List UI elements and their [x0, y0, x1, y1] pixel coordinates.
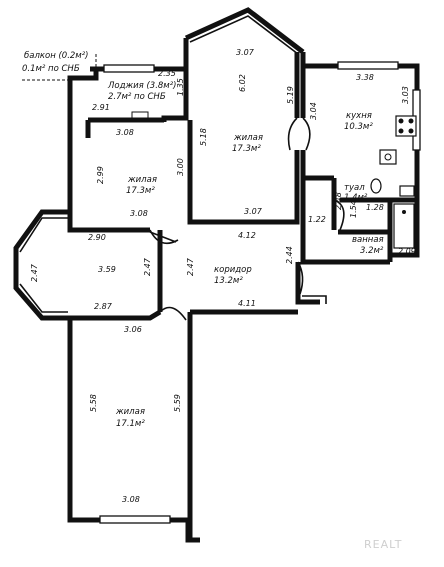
dim-label: 2.35: [158, 69, 176, 78]
fixtures: [131, 111, 417, 249]
toilet-name: туал: [344, 183, 365, 193]
dim-label: 3.07: [244, 207, 263, 216]
dim-label: 1.28: [366, 203, 384, 212]
bathroom-name: ванная: [352, 235, 384, 245]
dim-label: 5.18: [199, 128, 208, 146]
room-labels: балкон (0.2м²) 0.1м² по СНБ Лоджия (3.8м…: [22, 51, 384, 429]
dim-label: 2.90: [88, 233, 106, 242]
bathtub-icon: [393, 203, 415, 249]
dim-label: 3.03: [401, 86, 410, 104]
dim-label: 5.19: [286, 86, 295, 104]
dimensions: 2.35 1.35 2.91 3.08 3.07 6.02 5.18 5.19 …: [30, 48, 416, 504]
dim-label: 6.02: [238, 74, 247, 92]
dim-label: 3.06: [124, 325, 142, 334]
bedroom-bottom-area: 17.1м²: [116, 419, 145, 429]
dim-label: 2.87: [94, 302, 113, 311]
bathroom-area: 3.2м²: [360, 246, 384, 256]
walls: [13, 7, 420, 543]
balcony-area: 0.1м² по СНБ: [22, 64, 80, 74]
corridor-name: коридор: [214, 265, 252, 275]
balcony-name: балкон (0.2м²): [24, 51, 88, 61]
bedroom-left-name: жилая: [127, 175, 157, 185]
dim-label: 4.12: [238, 231, 256, 240]
dim-label: 2.47: [30, 263, 39, 282]
sink-icon: [379, 149, 397, 165]
kitchen-name: кухня: [346, 111, 372, 121]
bedroom-bottom-name: жилая: [115, 407, 145, 417]
loggia-area: 2.7м² по СНБ: [108, 92, 166, 102]
toilet-icon: [370, 178, 382, 194]
doors: [149, 117, 345, 321]
stove-icon: [395, 115, 417, 137]
dim-label: 3.04: [309, 102, 318, 120]
dim-label: 1.22: [308, 215, 326, 224]
toilet-area: 1.4м²: [344, 193, 368, 203]
bedroom-left-area: 17.3м²: [126, 186, 155, 196]
dim-label: 2.47: [143, 257, 152, 276]
washbasin-icon: [399, 185, 415, 197]
corridor-area: 13.2м²: [214, 276, 243, 286]
dim-label: 3.08: [130, 209, 148, 218]
dim-label: 2.47: [186, 257, 195, 276]
dim-label: 3.07: [236, 48, 255, 57]
bedroom-center-area: 17.3м²: [232, 144, 261, 154]
dim-label: 1.54: [349, 200, 358, 218]
kitchen-area: 10.3м²: [344, 122, 373, 132]
dim-label: 1.35: [176, 78, 185, 96]
dim-label: 3.59: [98, 265, 116, 274]
dim-label: 5.58: [89, 394, 98, 412]
bedroom-center-name: жилая: [233, 133, 263, 143]
dim-label: 2.91: [92, 103, 110, 112]
dim-label: 5.59: [173, 394, 182, 412]
dim-label: 3.00: [176, 158, 185, 176]
dim-label: 2.09: [398, 247, 416, 256]
watermark: REALT: [364, 538, 402, 551]
dim-label: 3.38: [356, 73, 374, 82]
dim-label: 4.11: [238, 299, 256, 308]
dim-label: 2.44: [285, 246, 294, 264]
dim-label: 2.99: [96, 166, 105, 184]
dim-label: 2.48: [334, 192, 343, 210]
radiator-icon: [131, 111, 149, 119]
dim-label: 3.08: [116, 128, 134, 137]
loggia-name: Лоджия (3.8м²): [107, 81, 176, 91]
dim-label: 3.08: [122, 495, 140, 504]
